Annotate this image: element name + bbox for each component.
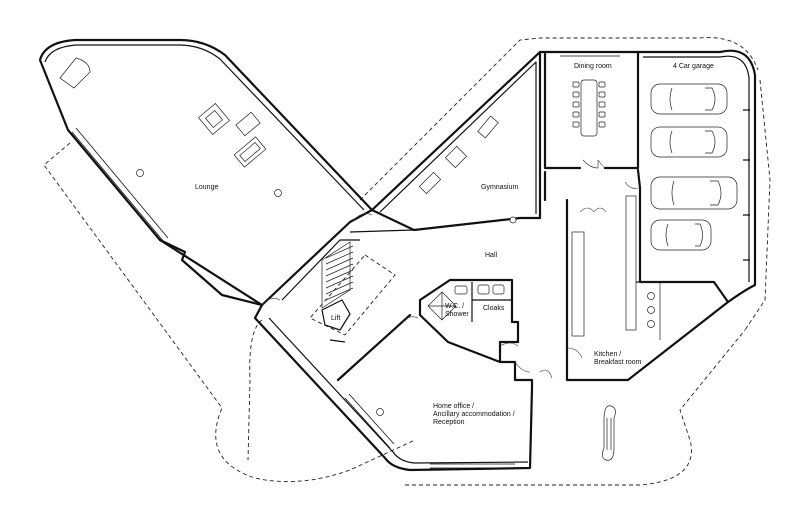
label-office-2: Ancillary accommodation / <box>433 411 515 418</box>
lounge-bay <box>158 238 264 307</box>
door-swing-icon <box>351 213 373 223</box>
site-boundary-east <box>744 79 771 331</box>
kitchen-island-cap <box>636 281 661 340</box>
gym-outer-wall <box>370 50 542 232</box>
lounge-west-window <box>71 127 169 243</box>
hob-ring-1 <box>647 292 655 300</box>
column-office <box>376 408 384 416</box>
car-icon <box>650 219 712 251</box>
door-swing-icon <box>566 347 583 359</box>
door-swing-icon <box>579 207 607 213</box>
southwest-inner-wall <box>268 317 529 464</box>
kitchen-southwest-wall <box>498 360 534 390</box>
site-boundary-south <box>405 329 746 486</box>
shower-tray <box>427 291 457 321</box>
lift-dashed-shaft <box>309 254 396 336</box>
door-swing-icon <box>624 181 639 189</box>
label-lift: Lift <box>331 315 340 322</box>
office-west-window <box>344 393 395 449</box>
hall-partition-north <box>349 229 415 233</box>
office-south-window <box>430 463 515 469</box>
kitchen-island-left <box>571 231 585 337</box>
label-kitchen-2: Breakfast room <box>594 359 642 366</box>
drive-island <box>602 405 616 461</box>
label-wc-1: W.C. / <box>445 303 464 310</box>
door-swing-icon <box>499 342 519 347</box>
site-boundary-west <box>43 142 416 482</box>
gym-inner-wall <box>379 61 537 214</box>
label-gymnasium: Gymnasium <box>481 184 519 191</box>
door-swing-icon <box>261 298 281 306</box>
lounge-inner-wall <box>44 44 365 211</box>
label-office-3: Reception <box>433 419 465 426</box>
wc-cloaks-walls <box>418 278 520 364</box>
site-boundary-north <box>359 37 759 201</box>
label-office-1: Home office / <box>433 403 474 410</box>
cloaks-basin-2 <box>492 284 505 295</box>
gym-equipment-icon <box>418 115 499 195</box>
sofa-icon <box>198 103 267 168</box>
wc-fixture <box>454 285 468 295</box>
cloaks-basin-1 <box>477 284 490 295</box>
wc-cloaks-divider <box>471 282 512 322</box>
kitchen-outer-wall <box>543 170 730 382</box>
car-icon <box>650 126 728 158</box>
car-icon <box>650 83 728 115</box>
dining-table-icon <box>572 79 606 137</box>
terrace-lower-left <box>247 319 263 461</box>
lounge-outer-wall <box>38 38 374 307</box>
dining-window <box>560 51 620 57</box>
label-garage: 4 Car garage <box>673 63 714 70</box>
column-gym <box>509 216 517 224</box>
door-swing-icon <box>582 159 606 169</box>
southwest-outer-wall <box>253 303 534 472</box>
garage-inner-wall <box>643 55 750 282</box>
label-kitchen-1: Kitchen / <box>594 351 621 358</box>
label-cloaks: Cloaks <box>483 305 505 312</box>
lift-car <box>321 299 351 331</box>
drive-island-inner <box>606 418 612 450</box>
hob-ring-2 <box>647 306 655 314</box>
label-lounge: Lounge <box>195 184 218 191</box>
label-wc-2: Shower <box>445 311 469 318</box>
column-lounge-2 <box>274 189 282 197</box>
hob-ring-3 <box>647 320 655 328</box>
car-icon <box>650 176 738 210</box>
office-north-wall <box>336 313 412 382</box>
garage-door-marks <box>743 109 750 261</box>
piano-icon <box>59 57 91 89</box>
door-swing-icon <box>401 316 419 323</box>
label-hall: Hall <box>485 252 498 259</box>
stairs-icon <box>321 241 354 309</box>
kitchen-island-right <box>625 195 637 331</box>
column-lounge-1 <box>136 169 144 177</box>
stair-enclosure <box>281 239 360 343</box>
label-dining-room: Dining room <box>574 63 612 70</box>
door-swing-icon <box>514 361 553 379</box>
